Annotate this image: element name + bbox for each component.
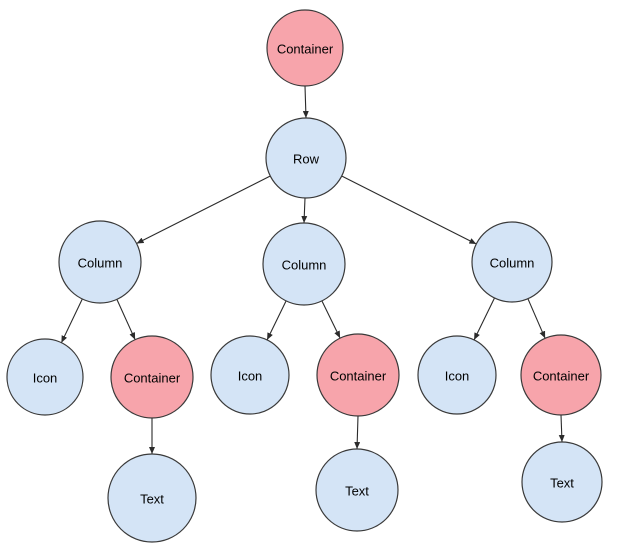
node-container-middle: Container xyxy=(316,333,400,417)
edge-row-to-column-right xyxy=(341,175,477,245)
edge-container-middle-to-text-middle xyxy=(354,415,361,450)
column-right-circle xyxy=(471,221,553,303)
root-container-circle xyxy=(266,9,344,87)
icon-right-circle xyxy=(417,335,497,415)
node-row: Row xyxy=(265,117,347,199)
row-circle xyxy=(265,117,347,199)
edge-column-left-to-container-left xyxy=(116,299,136,340)
node-text-left: Text xyxy=(107,453,197,543)
edge-column-right-to-container-right xyxy=(527,298,546,339)
edge-row-to-column-middle xyxy=(301,197,308,224)
node-text-middle: Text xyxy=(315,448,399,532)
icon-middle-circle xyxy=(210,335,290,415)
node-column-left: Column xyxy=(58,220,142,304)
text-left-circle xyxy=(107,453,197,543)
edge-root-container-to-row xyxy=(302,85,309,119)
node-icon-left: Icon xyxy=(6,338,84,416)
container-middle-circle xyxy=(316,333,400,417)
edge-column-middle-to-icon-middle xyxy=(266,300,287,341)
text-right-circle xyxy=(521,441,603,523)
node-icon-right: Icon xyxy=(417,335,497,415)
icon-left-circle xyxy=(6,338,84,416)
edge-row-to-column-left xyxy=(136,175,271,244)
container-right-circle xyxy=(520,334,602,416)
container-left-circle xyxy=(110,335,194,419)
edge-container-right-to-text-right xyxy=(558,414,565,443)
node-icon-middle: Icon xyxy=(210,335,290,415)
edge-column-middle-to-container-middle xyxy=(321,300,341,339)
column-middle-circle xyxy=(262,222,346,306)
node-root-container: Container xyxy=(266,9,344,87)
nodes-layer: Container Row Column Column Column Icon … xyxy=(6,9,603,543)
node-column-right: Column xyxy=(471,221,553,303)
edges-layer xyxy=(60,85,565,454)
node-text-right: Text xyxy=(521,441,603,523)
edge-column-left-to-icon-left xyxy=(60,298,83,343)
column-left-circle xyxy=(58,220,142,304)
node-container-left: Container xyxy=(110,335,194,419)
edge-column-right-to-icon-right xyxy=(473,297,495,341)
node-container-right: Container xyxy=(520,334,602,416)
text-middle-circle xyxy=(315,448,399,532)
node-column-middle: Column xyxy=(262,222,346,306)
